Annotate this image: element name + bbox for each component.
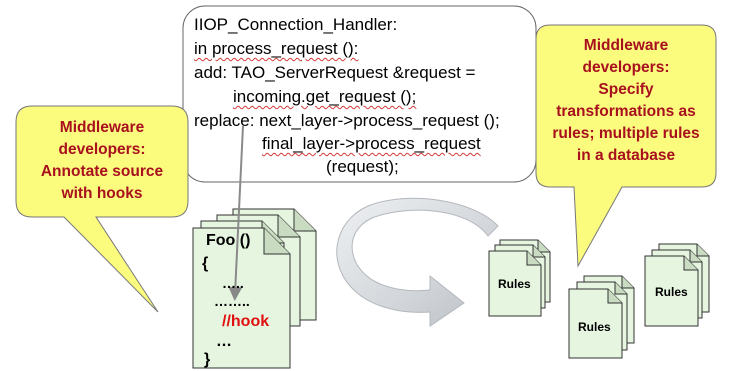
code-line: final_layer->process_request	[262, 134, 481, 153]
hook-pointer-arrow	[228, 125, 244, 301]
source-line-ellipsis: …	[216, 333, 232, 350]
rules-stack	[568, 275, 635, 359]
code-line: replace: next_layer->process_request ();	[194, 111, 500, 130]
rules-stack	[488, 239, 551, 317]
callout-line: developers:	[58, 141, 146, 158]
callout-left	[15, 105, 189, 313]
code-line: (request);	[326, 157, 399, 176]
callout-line: Middleware	[583, 37, 669, 54]
callout-line: Middleware	[59, 119, 145, 136]
source-line-brace-close: }	[204, 351, 211, 368]
code-line: in process_request ():	[194, 39, 359, 58]
callout-left-text: Middleware developers: Annotate source w…	[16, 117, 188, 205]
callout-right-text: Middleware developers: Specify transform…	[536, 35, 716, 167]
rules-label: Rules	[578, 320, 611, 334]
transform-curved-arrow	[336, 197, 499, 327]
rules-label: Rules	[655, 285, 688, 299]
rules-stack	[644, 243, 710, 327]
source-line-dots: ……..	[214, 293, 250, 309]
callout-line: developers:	[582, 59, 670, 76]
callout-line: Specify	[598, 81, 654, 98]
source-line-hook: //hook	[222, 313, 270, 330]
source-line-dots: …..	[222, 275, 244, 291]
code-line: add: TAO_ServerRequest &request =	[194, 63, 476, 82]
source-line-foo: Foo ()	[206, 232, 251, 249]
callout-line: Annotate source	[40, 163, 164, 180]
callout-line: rules; multiple rules	[552, 125, 700, 142]
callout-line: transformations as	[556, 103, 696, 120]
callout-line: with hooks	[61, 185, 143, 202]
code-line: IIOP_Connection_Handler:	[194, 15, 398, 34]
callout-right	[535, 24, 717, 268]
callout-line: in a database	[576, 147, 676, 164]
code-line: incoming.get_request ();	[233, 87, 417, 106]
source-line-brace-open: {	[202, 255, 209, 272]
rules-label: Rules	[498, 277, 531, 291]
